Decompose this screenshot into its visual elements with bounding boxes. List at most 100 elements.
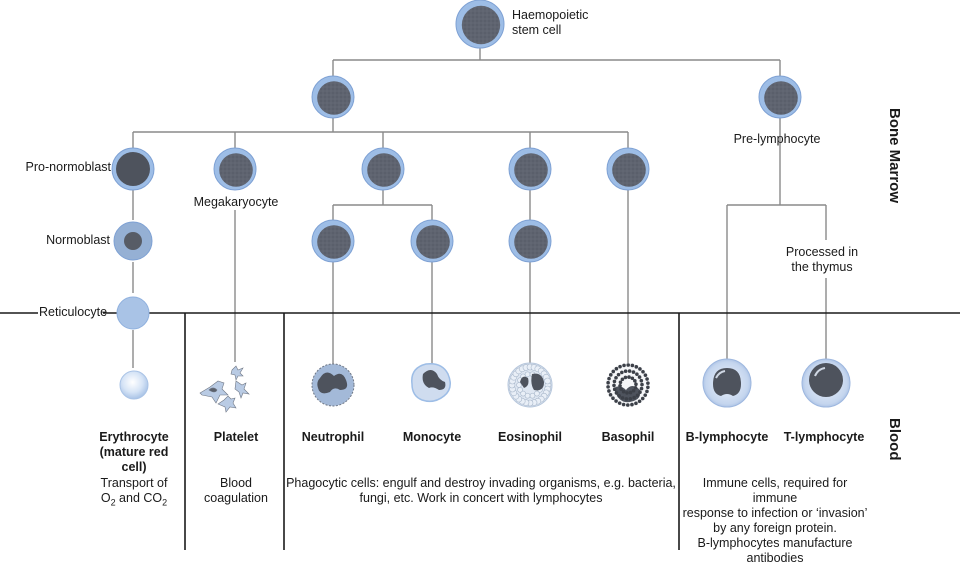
neutrophil-precursor-icon — [311, 219, 355, 263]
erythrocyte-function-line1: Transport of — [100, 476, 168, 490]
lymphoid-progenitor-icon — [758, 75, 802, 119]
granule — [634, 365, 639, 369]
lymphocytes-function: Immune cells, required for immune respon… — [682, 476, 868, 565]
granule — [516, 382, 522, 388]
haemopoiesis-diagram — [0, 0, 960, 550]
lineage-connectors — [132, 45, 827, 368]
erythrocyte-function-line2: O2 and CO2 — [100, 491, 168, 508]
granule — [625, 403, 630, 407]
granule — [646, 385, 650, 390]
granule — [641, 369, 645, 374]
granule — [608, 393, 613, 397]
granule — [529, 392, 536, 399]
granule — [637, 399, 642, 404]
cell-name-platelet: Platelet — [213, 430, 259, 444]
granule — [612, 387, 617, 392]
granule — [632, 395, 636, 400]
granule — [621, 389, 626, 394]
granule — [620, 396, 625, 400]
megakaryocyte-icon — [213, 147, 257, 191]
granule — [645, 377, 649, 381]
granule — [544, 377, 551, 385]
normoblast-label: Normoblast — [46, 233, 110, 247]
granule — [618, 380, 623, 385]
granule — [624, 397, 629, 401]
platelet-function: Blood coagulation — [204, 476, 268, 505]
reticulocyte-icon — [116, 296, 150, 330]
granule — [524, 371, 531, 378]
granule — [625, 391, 629, 395]
cell-name-eosinophil: Eosinophil — [498, 430, 562, 444]
granule — [620, 370, 624, 375]
cell-name-erythrocyte: Erythrocyte (mature red cell) — [99, 430, 169, 474]
megakaryocyte-label: Megakaryocyte — [191, 195, 281, 210]
basophil-progenitor-icon — [606, 147, 650, 191]
granule — [607, 389, 611, 393]
granule — [631, 370, 636, 374]
granule — [621, 402, 626, 407]
cell-name-t-lymphocyte: T-lymphocyte — [783, 430, 865, 444]
granule — [640, 396, 645, 401]
granule — [638, 367, 642, 371]
granule — [643, 393, 648, 397]
myeloblast-icon — [361, 147, 405, 191]
section-dividers — [0, 312, 960, 550]
granule — [633, 379, 637, 383]
granule — [627, 375, 631, 379]
platelet-icon — [199, 365, 250, 413]
normoblast-icon — [113, 221, 153, 261]
t-lymphocyte-icon — [801, 358, 851, 408]
granule — [639, 386, 644, 391]
granule — [627, 369, 632, 373]
granule — [640, 382, 644, 387]
cell-name-neutrophil: Neutrophil — [301, 430, 365, 444]
granule — [622, 363, 626, 368]
blood-section-label: Blood — [886, 418, 903, 461]
granule — [623, 375, 628, 380]
granule — [607, 376, 611, 381]
stem-cell-label: Haemopoietic stem cell — [512, 8, 589, 37]
eosinophil-precursor-icon — [508, 219, 552, 263]
granule — [612, 383, 616, 388]
granule — [633, 385, 638, 390]
granule — [534, 390, 540, 397]
neutrophil-icon — [311, 363, 355, 407]
granule — [616, 372, 621, 377]
granule — [617, 401, 622, 405]
b-lymphocyte-icon — [702, 358, 752, 408]
granule — [608, 373, 613, 377]
granule — [606, 385, 610, 389]
granule — [614, 375, 618, 380]
phagocytes-function: Phagocytic cells: engulf and destroy inv… — [286, 476, 676, 505]
cell-name-b-lymphocyte: B-lymphocyte — [685, 430, 769, 444]
pro-normoblast-icon — [111, 147, 155, 191]
granule — [623, 369, 628, 374]
granule — [645, 389, 649, 394]
cell-name-basophil: Basophil — [601, 430, 655, 444]
granule — [634, 401, 638, 406]
bone-marrow-section-label: Bone Marrow — [886, 108, 903, 204]
granule — [626, 363, 631, 367]
granule — [620, 377, 625, 382]
granule — [611, 369, 616, 374]
granule — [618, 364, 622, 369]
granule — [611, 396, 615, 401]
granule — [524, 392, 531, 399]
granule — [630, 402, 634, 407]
granule — [628, 390, 633, 395]
granule — [639, 378, 644, 383]
erythrocyte-function: Transport of O2 and CO2 — [101, 476, 168, 511]
granule — [614, 399, 618, 403]
granule — [520, 390, 526, 397]
monocyte-icon — [411, 362, 451, 403]
eosinophil-progenitor-icon — [508, 147, 552, 191]
granule — [638, 390, 642, 395]
basophil-icon — [606, 363, 650, 407]
granule — [635, 393, 640, 398]
granule — [614, 391, 619, 395]
granule — [614, 366, 619, 371]
granule — [619, 387, 623, 391]
haemopoietic-stem-cell-icon — [455, 0, 505, 49]
granule — [617, 394, 621, 398]
granule — [517, 386, 523, 393]
